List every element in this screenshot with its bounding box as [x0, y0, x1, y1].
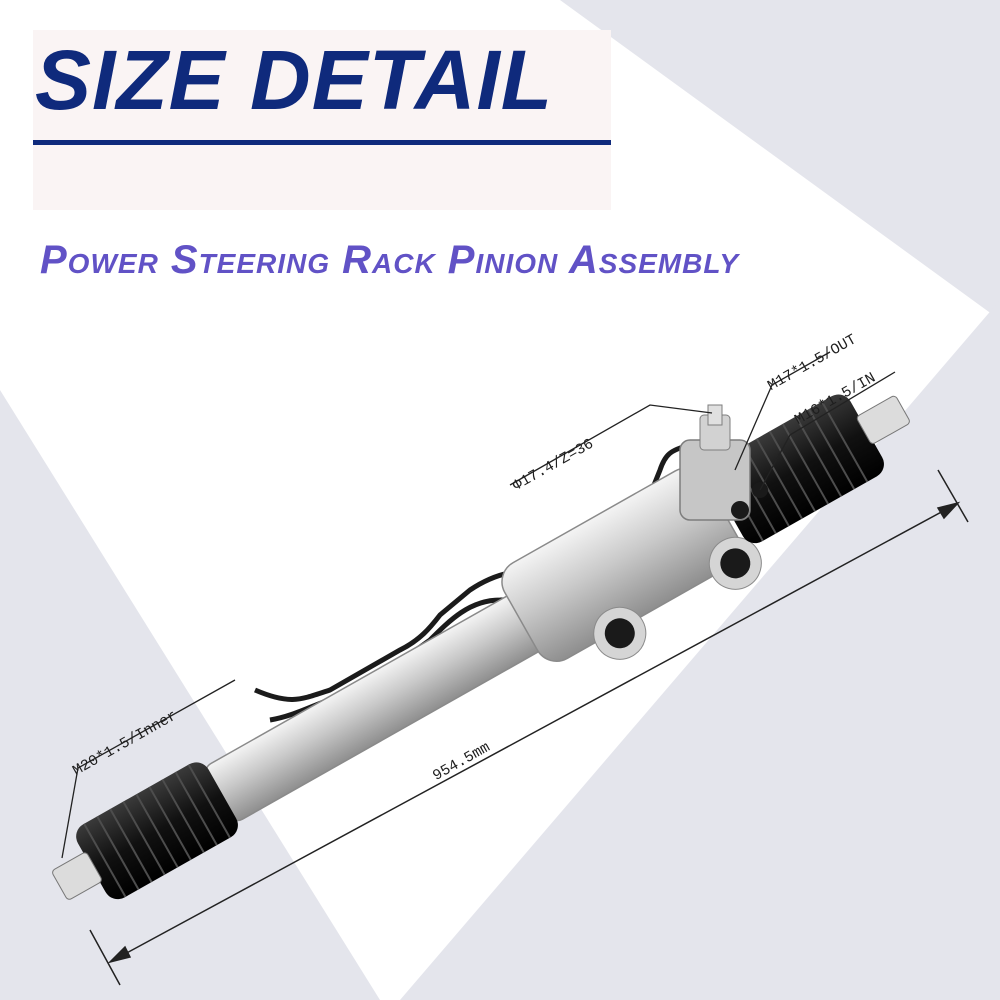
callout-line-in [759, 371, 896, 491]
title-underline [33, 140, 611, 145]
page-title: SIZE DETAIL [35, 33, 554, 127]
callout-line-inner [61, 679, 236, 859]
left-dust-boot [76, 762, 238, 900]
page-subtitle: Power Steering Rack Pinion Assembly [40, 238, 740, 282]
mount-bushing [593, 606, 647, 660]
mount-bushing [708, 536, 762, 590]
background-band-top [560, 0, 1000, 320]
left-tie-rod-end [52, 852, 102, 900]
right-tie-rod-end [856, 395, 910, 444]
callout-line-out [734, 351, 831, 471]
title-panel [33, 30, 611, 210]
pinion-valve [679, 404, 768, 521]
length-dimension-arrow [89, 469, 969, 986]
callout-line-pinion [509, 404, 713, 486]
